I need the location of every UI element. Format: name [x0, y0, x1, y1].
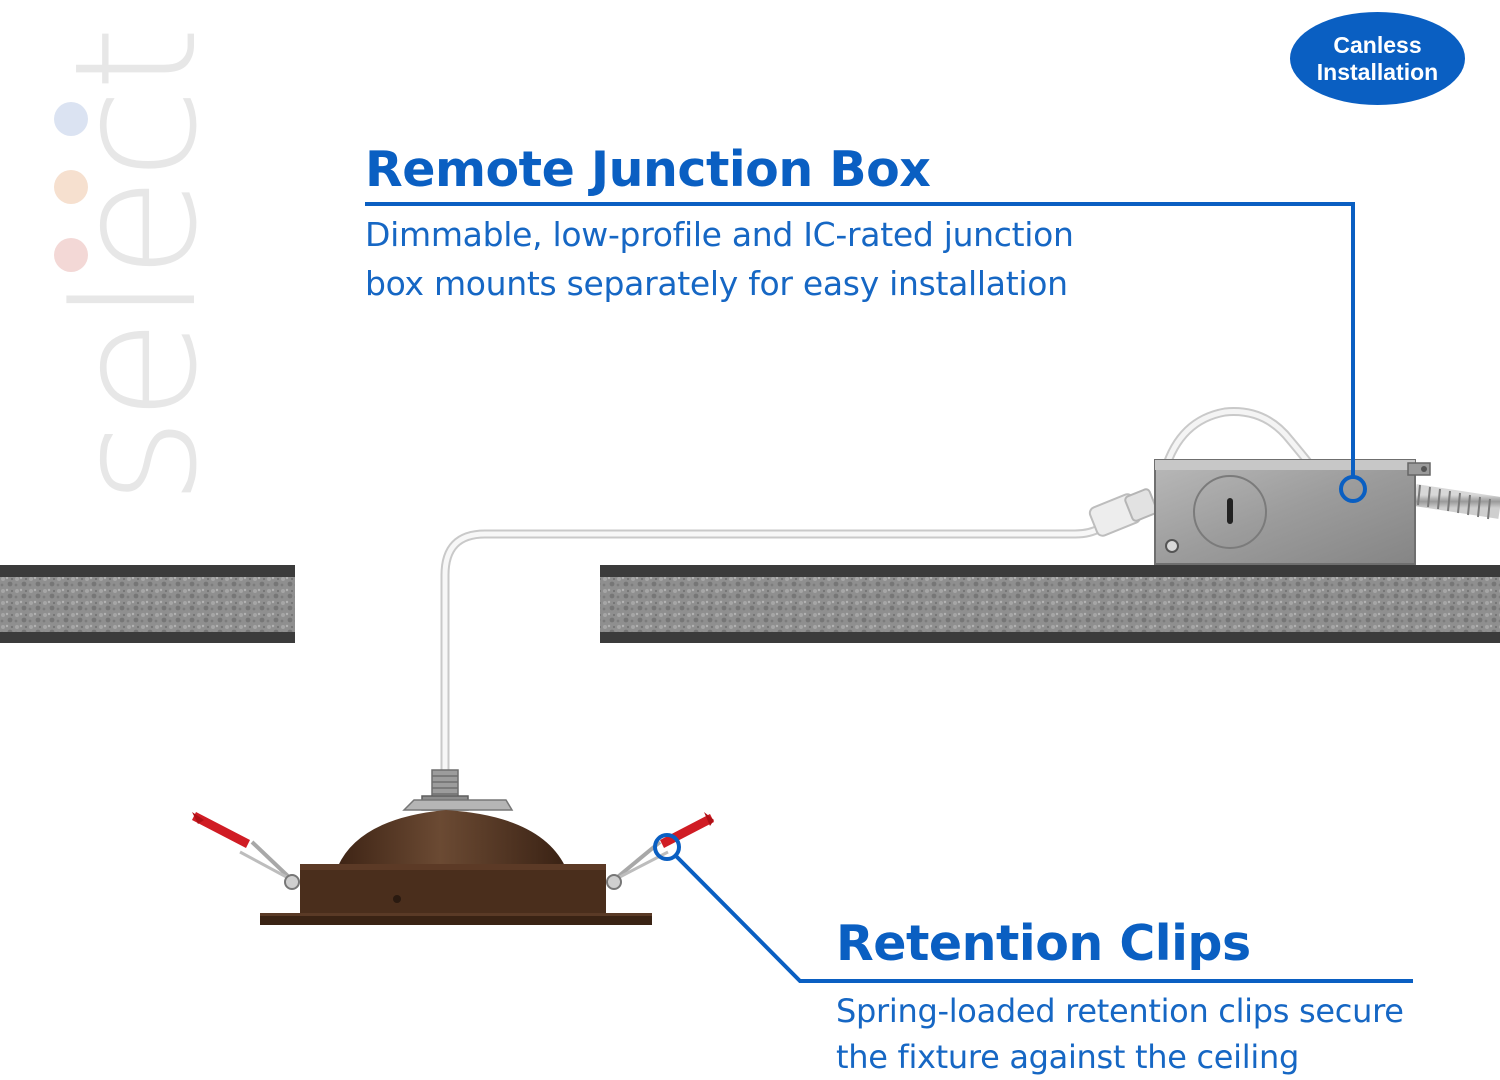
fixture-cable: [440, 407, 1312, 780]
retention-clip-left: [192, 812, 300, 890]
brand-dot-pink: [54, 238, 88, 272]
junction-box-heading: Remote Junction Box: [365, 141, 931, 198]
retention-clips-desc-line-1: Spring-loaded retention clips secure: [836, 992, 1404, 1030]
junction-box: [1154, 459, 1431, 565]
retention-clips-description: Spring-loaded retention clips secure the…: [836, 988, 1404, 1080]
metal-conduit: [1413, 484, 1500, 520]
junction-box-leader: [365, 202, 1367, 503]
retention-clips-desc-line-2: the fixture against the ceiling: [836, 1038, 1299, 1076]
badge-line-2: Installation: [1316, 58, 1439, 85]
junction-box-description: Dimmable, low-profile and IC-rated junct…: [365, 210, 1074, 308]
recessed-fixture: [260, 769, 652, 925]
retention-clips-leader: [653, 833, 1413, 983]
junction-box-desc-line-1: Dimmable, low-profile and IC-rated junct…: [365, 215, 1074, 254]
retention-clips-heading: Retention Clips: [836, 915, 1251, 972]
junction-box-desc-line-2: box mounts separately for easy installat…: [365, 264, 1068, 303]
brand-dot-peach: [54, 170, 88, 204]
ceiling-drywall-right: [600, 565, 1500, 643]
badge-line-1: Canless: [1333, 31, 1422, 58]
canless-installation-badge: Canless Installation: [1290, 12, 1465, 105]
ceiling-drywall-left: [0, 565, 295, 643]
brand-dot-blue: [54, 102, 88, 136]
